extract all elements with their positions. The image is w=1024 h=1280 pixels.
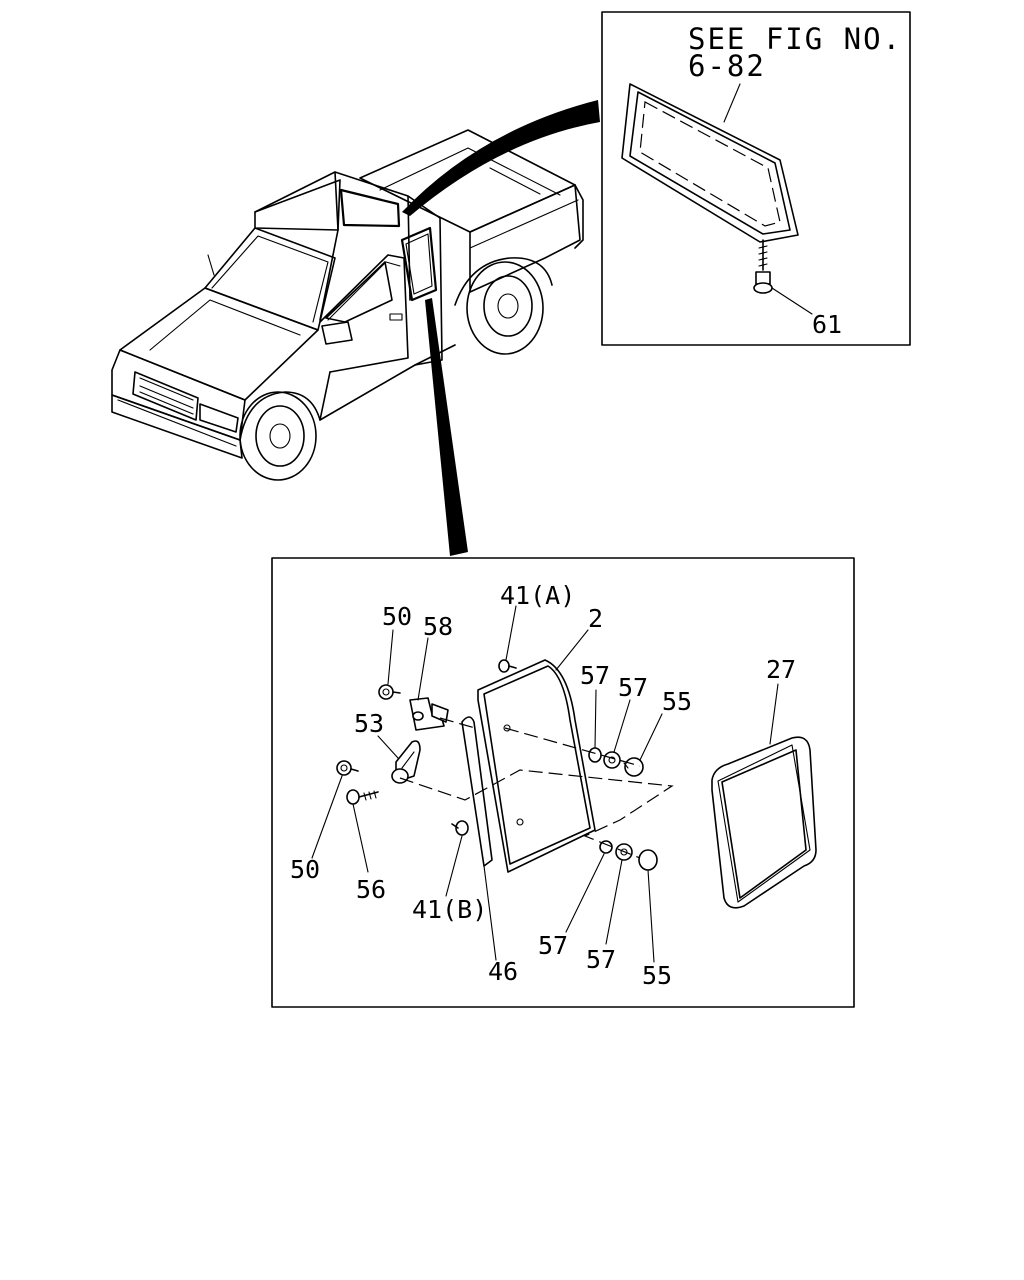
callout-50-top: 50 (382, 602, 412, 631)
clip-41a (498, 659, 517, 673)
seal-27 (711, 736, 817, 909)
rear-window-glass (621, 83, 799, 243)
spacer-57-b (603, 751, 621, 769)
callout-58: 58 (423, 612, 453, 641)
cap-55-bottom (638, 849, 658, 871)
callout-57-b: 57 (618, 673, 648, 702)
quarter-glass-2 (477, 659, 596, 873)
callout-41b: 41(B) (412, 895, 487, 924)
callout-61: 61 (812, 310, 842, 339)
callout-2: 2 (588, 604, 603, 633)
leader-wedges (402, 100, 600, 556)
callout-53: 53 (354, 709, 384, 738)
cap-55-top (623, 757, 644, 777)
fig-number-label: 6-82 (688, 49, 766, 83)
nut-50-bottom (336, 760, 359, 776)
clip-41b (451, 820, 469, 836)
callout-57-c: 57 (538, 931, 568, 960)
callout-41a: 41(A) (500, 581, 575, 610)
detail-quarter-window-box: 41(A) 2 50 58 57 57 55 27 53 50 56 41(B)… (271, 557, 855, 1008)
callout-27: 27 (766, 655, 796, 684)
pickup-truck-illustration (111, 129, 584, 481)
weatherstrip-46 (461, 716, 493, 867)
see-fig-label: SEE FIG NO. (688, 22, 902, 56)
hinge-58 (409, 697, 449, 731)
callout-50-bottom: 50 (290, 855, 320, 884)
inset-rear-window-box: SEE FIG NO. 6-82 61 (601, 11, 911, 346)
spacer-57-a (588, 747, 602, 763)
callout-55-top: 55 (662, 687, 692, 716)
nut-50-top (378, 684, 401, 700)
screw-56 (346, 789, 379, 805)
latch-53 (391, 740, 421, 784)
callout-57-a: 57 (580, 661, 610, 690)
screw-61 (753, 239, 773, 294)
callout-57-d: 57 (586, 945, 616, 974)
callout-56: 56 (356, 875, 386, 904)
callout-46: 46 (488, 957, 518, 986)
callout-55-bottom: 55 (642, 961, 672, 990)
